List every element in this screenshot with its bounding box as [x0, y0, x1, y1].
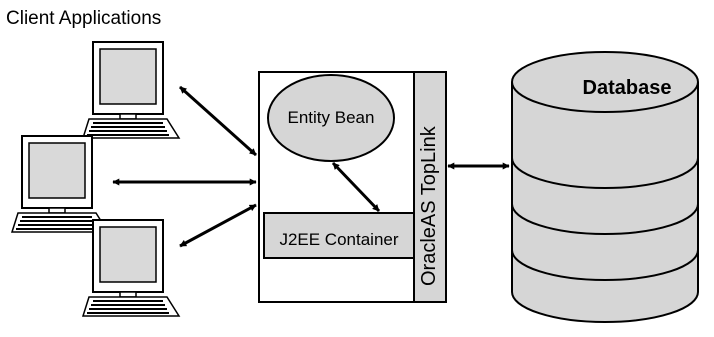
client-computer-3 — [82, 219, 180, 317]
diagram-title: Client Applications — [6, 8, 162, 29]
arrow-entitybean-j2ee — [331, 161, 381, 213]
toplink-label: OracleAS TopLink — [418, 126, 440, 286]
entity-bean-ellipse — [267, 74, 395, 162]
entity-bean-label: Entity Bean — [287, 108, 375, 127]
arrow-client3-container — [179, 203, 257, 248]
j2ee-container-label: J2EE Container — [279, 230, 399, 249]
toplink-bar — [413, 71, 447, 303]
arrow-client1-container — [178, 85, 258, 157]
database-cylinder — [511, 51, 699, 323]
client-computer-2 — [11, 135, 109, 233]
j2ee-container-box — [263, 212, 415, 259]
client-computer-1 — [82, 41, 180, 139]
database-label: Database — [582, 77, 672, 99]
